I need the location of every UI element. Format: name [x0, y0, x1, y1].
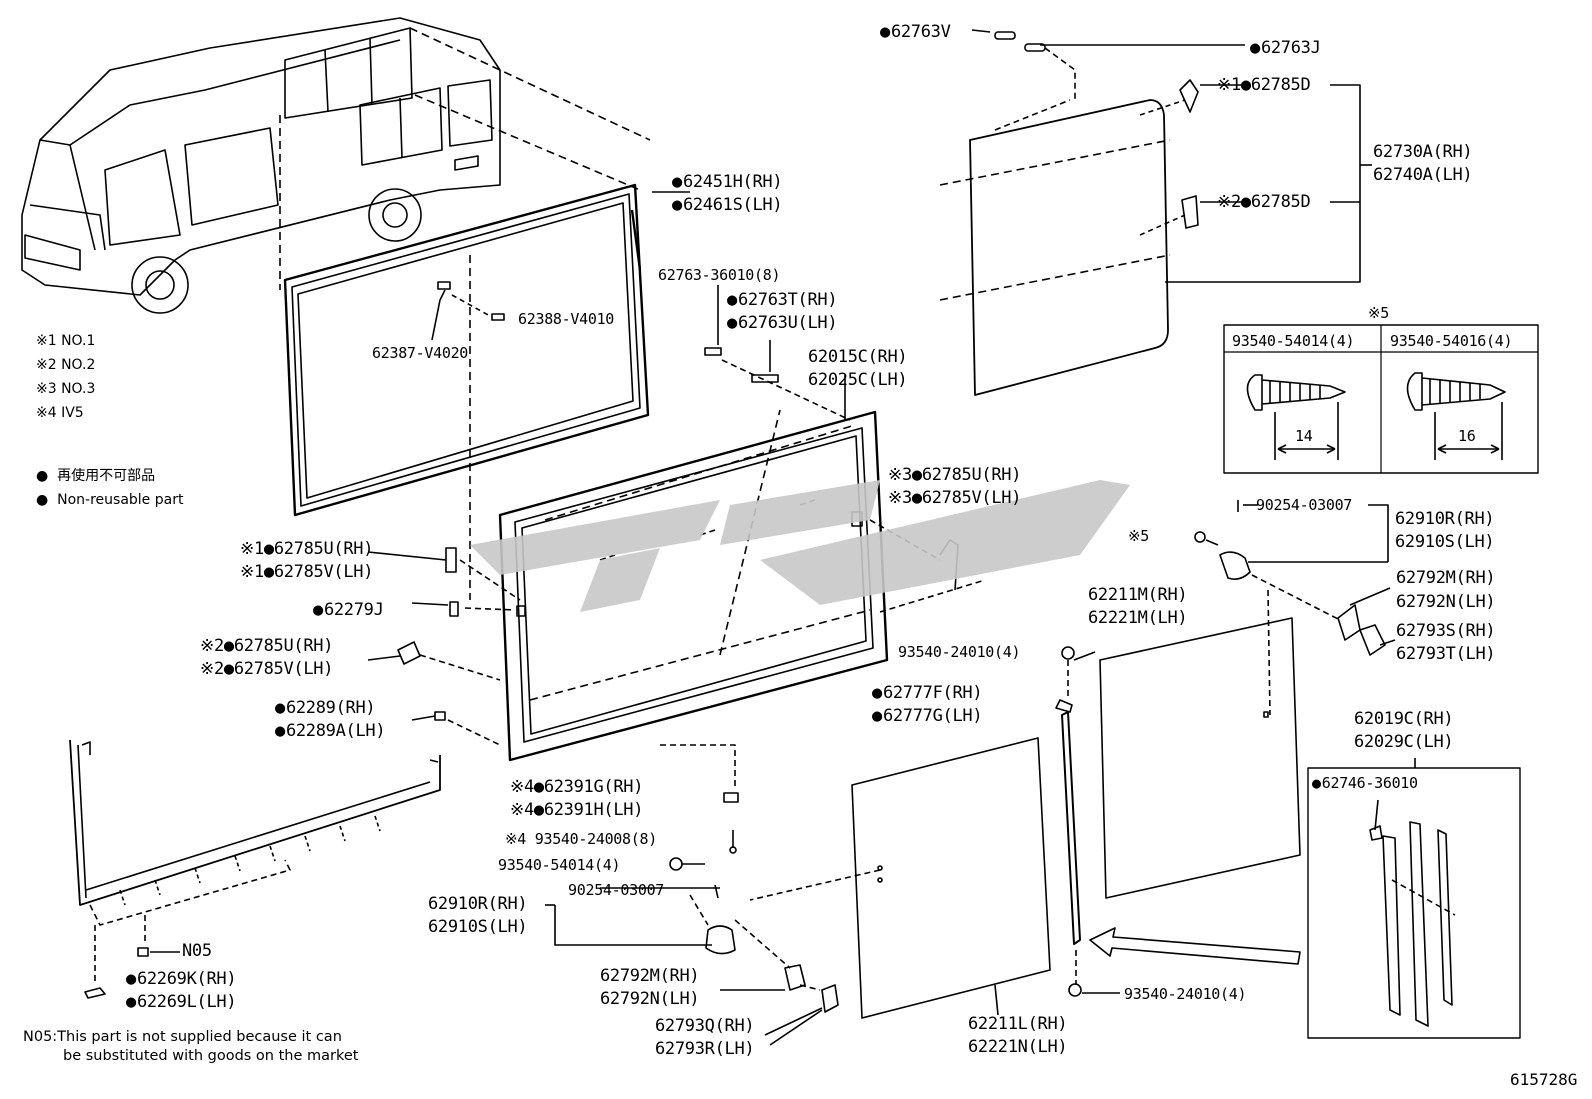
- part-label[interactable]: 62029C(LH): [1354, 732, 1454, 752]
- legend-mark-2: ※2 NO.2: [36, 357, 96, 373]
- part-label[interactable]: ※2●62785U(RH): [200, 636, 334, 656]
- part-label[interactable]: 62777G(LH): [872, 706, 983, 726]
- part-label[interactable]: 62910S(LH): [428, 917, 528, 937]
- part-label[interactable]: 90254-03007: [568, 881, 665, 899]
- part-label[interactable]: 90254-03007: [1256, 496, 1353, 514]
- part-label[interactable]: 62792N(LH): [1396, 592, 1496, 612]
- part-label[interactable]: 62015C(RH): [808, 347, 908, 367]
- part-label[interactable]: 62763T(RH): [727, 290, 838, 310]
- part-label[interactable]: ※2●62785V(LH): [200, 659, 334, 679]
- bus-illustration-icon: [21, 17, 501, 314]
- legend-nonreusable-en: ● Non-reusable part: [36, 492, 183, 509]
- part-label[interactable]: 62451H(RH): [672, 172, 783, 192]
- part-label[interactable]: ※4 93540-24008(8): [505, 830, 657, 848]
- part-label[interactable]: 62730A(RH): [1373, 142, 1473, 162]
- part-label[interactable]: 62763J: [1250, 38, 1321, 58]
- part-label[interactable]: 62777F(RH): [872, 683, 983, 703]
- part-label[interactable]: 62221M(LH): [1088, 608, 1188, 628]
- part-label[interactable]: ※1●62785V(LH): [240, 562, 374, 582]
- part-label[interactable]: ※3●62785U(RH): [888, 465, 1022, 485]
- part-label[interactable]: 62793Q(RH): [655, 1016, 755, 1036]
- part-label[interactable]: 62025C(LH): [808, 370, 908, 390]
- part-label[interactable]: ※5: [1128, 527, 1149, 545]
- part-label[interactable]: 62221N(LH): [968, 1037, 1068, 1057]
- screw-dim-14: 14: [1295, 427, 1313, 445]
- part-label[interactable]: 62269K(RH): [126, 969, 237, 989]
- sliding-glass-lower-rh: [1099, 617, 1301, 899]
- legend-mark-1: ※1 NO.1: [36, 333, 96, 349]
- part-label[interactable]: 62461S(LH): [672, 195, 783, 215]
- part-label[interactable]: 93540-24010(4): [1124, 985, 1247, 1003]
- legend-nonreusable-jp-text: 再使用不可部品: [57, 468, 156, 484]
- part-label[interactable]: 62279J: [313, 600, 384, 620]
- part-label[interactable]: 62792M(RH): [600, 966, 700, 986]
- window-frame: [498, 410, 889, 762]
- diagram-code: 615728G: [1510, 1070, 1578, 1089]
- part-label[interactable]: ※4●62391G(RH): [510, 777, 644, 797]
- legend-mark-3: ※3 NO.3: [36, 381, 96, 397]
- part-label[interactable]: 62792N(LH): [600, 989, 700, 1009]
- part-label[interactable]: 62019C(RH): [1354, 709, 1454, 729]
- part-label[interactable]: ※2●62785D: [1217, 192, 1311, 212]
- part-label[interactable]: 62746-36010: [1312, 773, 1418, 793]
- part-label[interactable]: 62763V: [880, 22, 951, 42]
- screw-table-title: ※5: [1368, 304, 1389, 322]
- screw-table: [1223, 324, 1539, 474]
- part-label[interactable]: 62910R(RH): [428, 894, 528, 914]
- part-label[interactable]: 62740A(LH): [1373, 165, 1473, 185]
- part-label[interactable]: 62211L(RH): [968, 1014, 1068, 1034]
- part-label[interactable]: 62910S(LH): [1395, 532, 1495, 552]
- part-label[interactable]: ※1●62785D: [1217, 75, 1311, 95]
- sliding-glass-lower-lh: [851, 737, 1051, 1019]
- note-n05-line1: N05:This part is not supplied because it…: [23, 1029, 342, 1045]
- part-label[interactable]: 62793R(LH): [655, 1039, 755, 1059]
- part-label[interactable]: ※1●62785U(RH): [240, 539, 374, 559]
- bullet-icon: ●: [36, 492, 49, 508]
- part-label[interactable]: ※4●62391H(LH): [510, 800, 644, 820]
- part-label[interactable]: 62793S(RH): [1396, 621, 1496, 641]
- part-label[interactable]: 93540-54014(4): [498, 856, 621, 874]
- legend-nonreusable-jp: ● 再使用不可部品: [36, 468, 155, 485]
- screw-table-col2: 93540-54016(4): [1390, 332, 1513, 350]
- part-label[interactable]: 62387-V4020: [372, 344, 469, 362]
- part-label[interactable]: 62388-V4010: [518, 310, 615, 328]
- part-label[interactable]: 62289(RH): [275, 698, 376, 718]
- part-label[interactable]: 93540-24010(4): [898, 643, 1021, 661]
- part-label[interactable]: 62792M(RH): [1396, 568, 1496, 588]
- window-weatherstrip: [283, 183, 650, 517]
- part-label[interactable]: 62793T(LH): [1396, 644, 1496, 664]
- part-label[interactable]: 62910R(RH): [1395, 509, 1495, 529]
- note-n05-line2: be substituted with goods on the market: [63, 1048, 359, 1064]
- screw-table-col1: 93540-54014(4): [1232, 332, 1355, 350]
- watermark-logo-icon: [470, 480, 1130, 612]
- part-label[interactable]: 62269L(LH): [126, 992, 237, 1012]
- part-label[interactable]: ※3●62785V(LH): [888, 488, 1022, 508]
- part-label[interactable]: 62211M(RH): [1088, 585, 1188, 605]
- part-label[interactable]: 62289A(LH): [275, 721, 386, 741]
- part-label[interactable]: N05: [182, 941, 212, 961]
- lower-sill-track: [69, 739, 441, 906]
- part-label[interactable]: 62763U(LH): [727, 313, 838, 333]
- bullet-icon: ●: [36, 468, 49, 484]
- legend-mark-4: ※4 IV5: [36, 405, 84, 421]
- part-label[interactable]: 62763-36010(8): [658, 266, 781, 284]
- legend-nonreusable-en-text: Non-reusable part: [57, 492, 184, 508]
- sliding-glass-upper: [969, 99, 1169, 396]
- screw-dim-16: 16: [1458, 427, 1476, 445]
